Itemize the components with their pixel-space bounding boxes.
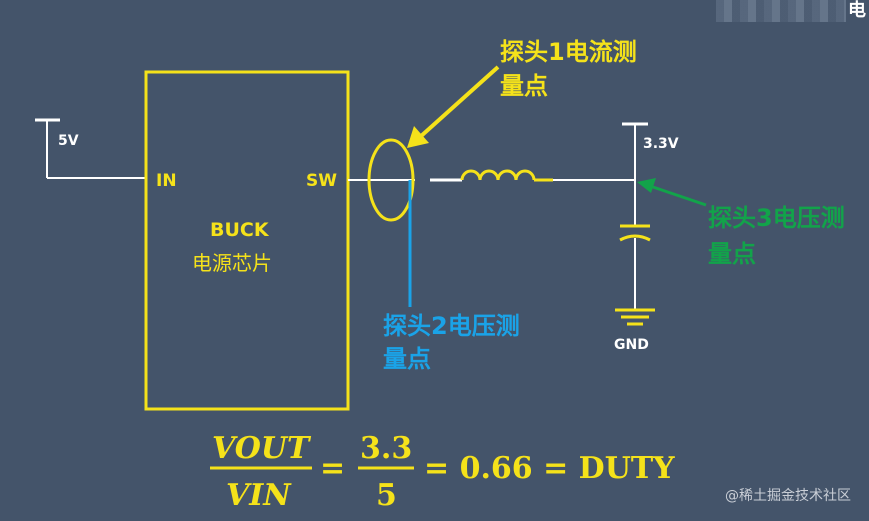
header-char: 电 bbox=[848, 0, 866, 21]
pin-sw-label: SW bbox=[306, 171, 337, 191]
ground-symbol bbox=[615, 308, 655, 326]
probe3-label-line2: 量点 bbox=[708, 240, 756, 268]
input-voltage-label: 5V bbox=[58, 133, 79, 149]
chip-desc-label: 电源芯片 bbox=[192, 251, 272, 275]
probe2-annotation: 探头2电压测 量点 bbox=[383, 180, 520, 373]
output-path bbox=[348, 169, 635, 182]
probe1-ellipse bbox=[367, 138, 415, 222]
probe1-label-line2: 量点 bbox=[500, 72, 548, 100]
ground-label: GND bbox=[614, 337, 649, 353]
output-rail: 3.3V GND bbox=[614, 122, 679, 353]
probe1-arrowhead bbox=[407, 126, 429, 148]
probe2-label-line2: 量点 bbox=[383, 345, 431, 373]
duty-formula: VOUT VIN = 3.3 5 = 0.66 = DUTY bbox=[210, 431, 675, 513]
formula-result: = 0.66 = DUTY bbox=[424, 451, 675, 486]
probe3-annotation: 探头3电压测 量点 bbox=[637, 178, 845, 268]
formula-equals: = bbox=[320, 451, 345, 486]
probe1-annotation: 探头1电流测 量点 bbox=[367, 38, 637, 222]
capacitor-bottom-plate bbox=[619, 234, 651, 242]
probe2-label-line1: 探头2电压测 bbox=[383, 312, 520, 340]
chip-name-label: BUCK bbox=[210, 219, 270, 241]
probe3-arrowhead bbox=[637, 178, 656, 193]
blurred-header bbox=[716, 0, 846, 22]
formula-numerator-value: 3.3 bbox=[360, 431, 412, 466]
input-source: 5V bbox=[35, 118, 145, 179]
output-voltage-label: 3.3V bbox=[643, 136, 679, 152]
pin-in-label: IN bbox=[156, 171, 177, 191]
watermark: @稀土掘金技术社区 bbox=[725, 488, 851, 504]
inductor bbox=[460, 169, 536, 181]
formula-denominator-vin: VIN bbox=[226, 478, 292, 513]
probe1-label-line1: 探头1电流测 bbox=[500, 38, 637, 66]
probe3-label-line1: 探头3电压测 bbox=[708, 204, 845, 232]
buck-chip: IN SW BUCK 电源芯片 bbox=[144, 70, 350, 411]
formula-numerator-vout: VOUT bbox=[212, 431, 312, 466]
formula-denominator-value: 5 bbox=[376, 478, 397, 513]
